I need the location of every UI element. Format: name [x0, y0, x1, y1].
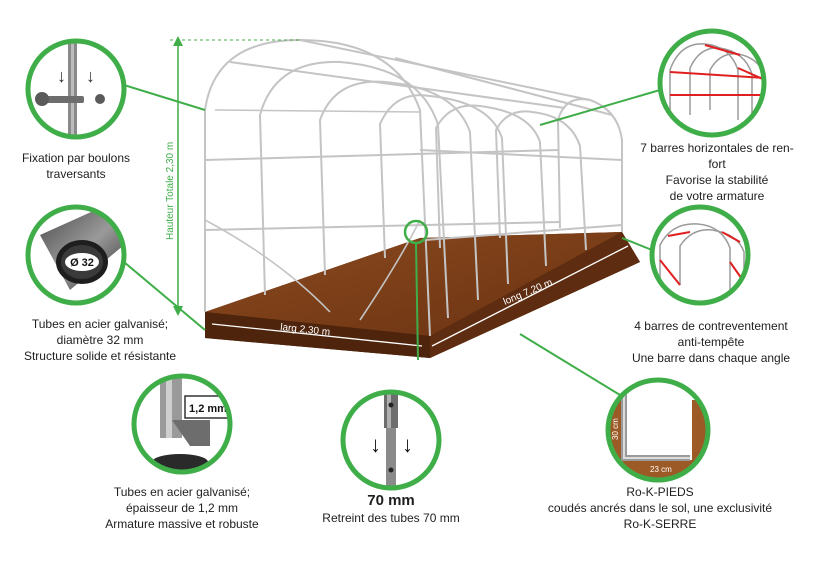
- feet-caption: Ro-K-PIEDS coudés ancrés dans le sol, un…: [520, 484, 800, 532]
- bolts-caption: Fixation par boulons traversants: [6, 150, 146, 182]
- bracing-line-2: anti-tempête: [677, 335, 745, 349]
- bolts-line-2: traversants: [46, 167, 106, 181]
- tube-diameter-caption: Tubes en acier galvanisé; diamètre 32 mm…: [0, 316, 200, 364]
- feet-line-1: Ro-K-PIEDS: [626, 485, 694, 499]
- leader-lines: [123, 84, 661, 396]
- bolts-line-1: Fixation par boulons: [21, 151, 131, 165]
- tube-diameter-line-1: Tubes en acier galvanisé;: [31, 317, 169, 331]
- height-dimension: Hauteur Totale 2,30 m: [165, 36, 300, 316]
- diameter-badge: Ø 32: [70, 257, 94, 269]
- foot-vertical-dim: 30 cm: [611, 418, 620, 440]
- thickness-badge: 1,2 mm: [189, 403, 227, 415]
- horizontal-bars-line-3: Favorise la stabilité: [665, 173, 769, 187]
- arrow-down-icon: ↓: [370, 432, 381, 457]
- arrow-down-icon: ↓: [402, 432, 413, 457]
- retreint-callout: ↓ ↓: [340, 389, 442, 491]
- thickness-line-3: Armature massive et robuste: [105, 517, 259, 531]
- horizontal-bars-line-4: de votre armature: [669, 189, 765, 203]
- retreint-headline: 70 mm: [367, 492, 415, 509]
- soil-bed: [205, 232, 640, 358]
- thickness-line-1: Tubes en acier galvanisé;: [113, 485, 251, 499]
- horizontal-bars-caption: 7 barres horizontales de ren- fort Favor…: [622, 140, 812, 204]
- retreint-caption: 70 mm Retreint des tubes 70 mm: [291, 492, 491, 526]
- horizontal-bars-line-1: 7 barres horizontales de ren-: [640, 141, 794, 155]
- tube-diameter-callout: Ø 32: [25, 204, 127, 306]
- thickness-line-2: épaisseur de 1,2 mm: [125, 501, 239, 515]
- horizontal-bars-line-2: fort: [708, 157, 726, 171]
- height-label: Hauteur Totale 2,30 m: [165, 142, 176, 240]
- width-dimension: larg 2,30 m: [211, 322, 423, 347]
- bracing-line-1: 4 barres de contreventement: [634, 319, 788, 333]
- foot-horizontal-dim: 23 cm: [650, 465, 672, 474]
- arrow-down-icon: ↓: [57, 66, 66, 86]
- bolt-head-icon: [35, 92, 49, 106]
- bracing-callout: [649, 204, 751, 306]
- feet-callout: 30 cm 23 cm: [605, 377, 711, 483]
- thickness-caption: Tubes en acier galvanisé; épaisseur de 1…: [82, 484, 282, 532]
- thickness-callout: 1,2 mm: [131, 373, 233, 475]
- feet-line-3: Ro-K-SERRE: [623, 517, 697, 531]
- bracing-line-3: Une barre dans chaque angle: [631, 351, 791, 365]
- nut-icon: [95, 94, 105, 104]
- tube-diameter-line-3: Structure solide et résistante: [23, 349, 177, 363]
- tube-diameter-line-2: diamètre 32 mm: [56, 333, 144, 347]
- feet-line-2: coudés ancrés dans le sol, une exclusivi…: [547, 501, 773, 515]
- bolts-callout: ↓ ↓: [25, 38, 127, 140]
- greenhouse-frame: [204, 38, 623, 337]
- width-label: larg 2,30 m: [280, 322, 331, 338]
- horizontal-bars-callout: [657, 28, 767, 138]
- arrow-down-icon: ↓: [86, 66, 95, 86]
- bracing-caption: 4 barres de contreventement anti-tempête…: [606, 318, 816, 366]
- retreint-line-1: Retreint des tubes 70 mm: [322, 511, 460, 525]
